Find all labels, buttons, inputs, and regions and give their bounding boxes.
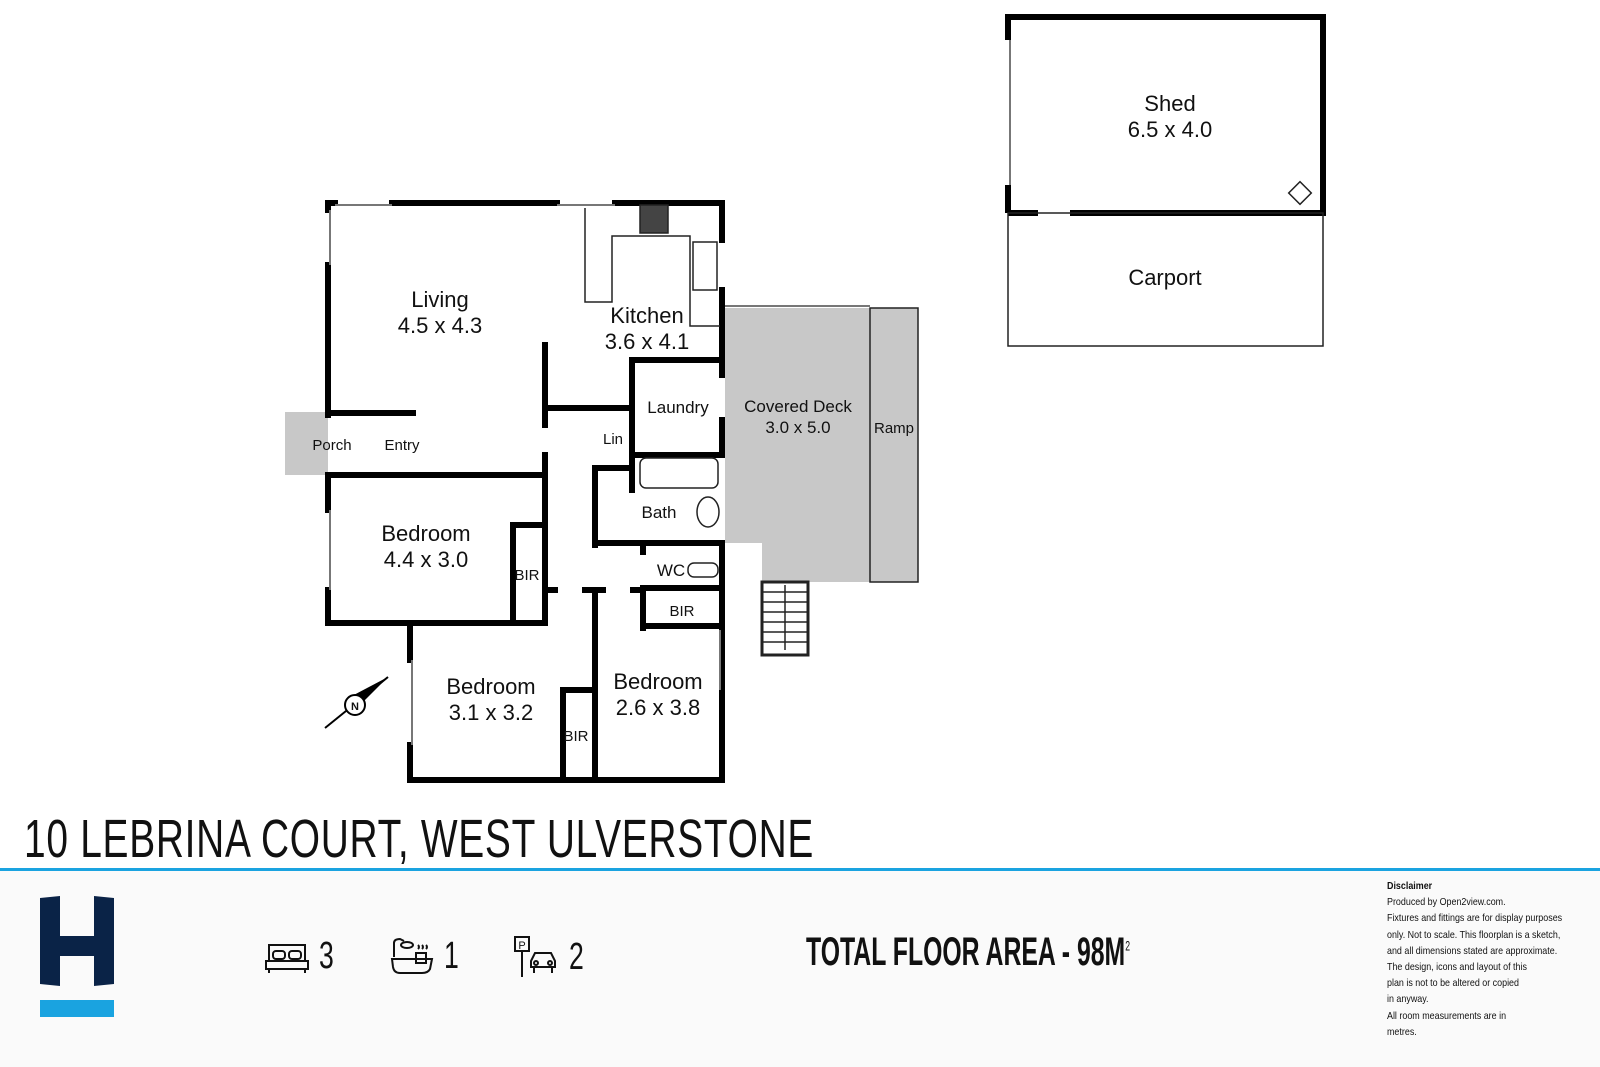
bedroom3-dims: 2.6 x 3.8	[616, 695, 700, 720]
property-address: 10 LEBRINA COURT, WEST ULVERSTONE	[24, 809, 815, 869]
carport-name: Carport	[1128, 265, 1201, 290]
carport-outline	[1007, 212, 1324, 347]
disclaimer-line: metres.	[1387, 1025, 1417, 1038]
lin-name: Lin	[603, 431, 623, 448]
covered-deck-area	[285, 307, 919, 583]
shed-name: Shed	[1144, 91, 1195, 116]
walls	[325, 200, 725, 783]
bath-icon	[390, 937, 434, 974]
kitchen-dims: 3.6 x 4.1	[605, 329, 689, 354]
bedroom1-dims: 4.4 x 3.0	[384, 547, 468, 572]
bedroom1-bir: BIR	[514, 567, 539, 584]
disclaimer-line: Fixtures and fittings are for display pu…	[1387, 912, 1563, 925]
total-floor-area: TOTAL FLOOR AREA - 98M2	[806, 930, 1130, 975]
deck-name: Covered Deck	[744, 397, 852, 416]
parking-stat: P 2	[513, 935, 590, 979]
ramp-name: Ramp	[874, 420, 914, 437]
wc-name: WC	[657, 561, 685, 580]
bedroom3-bir: BIR	[669, 603, 694, 620]
disclaimer-line: only. Not to scale. This floorplan is a …	[1387, 928, 1561, 941]
laundry-name: Laundry	[647, 398, 709, 417]
windows	[329, 204, 870, 745]
kitchen-bench	[584, 204, 720, 327]
svg-text:P: P	[518, 940, 525, 952]
bedroom2-name: Bedroom	[446, 674, 535, 699]
compass-icon: N	[324, 676, 389, 729]
disclaimer-line: The design, icons and layout of this	[1387, 961, 1527, 974]
kitchen-name: Kitchen	[610, 303, 683, 328]
stairs	[760, 580, 810, 657]
living-dims: 4.5 x 4.3	[398, 313, 482, 338]
entry-name: Entry	[384, 437, 420, 454]
bedroom1-name: Bedroom	[381, 521, 470, 546]
disclaimer: Disclaimer Produced by Open2view.com. Fi…	[1387, 878, 1567, 1040]
total-floor-area-label: TOTAL FLOOR AREA - 98M	[806, 930, 1126, 974]
shed-dims: 6.5 x 4.0	[1128, 117, 1212, 142]
living-name: Living	[411, 287, 468, 312]
disclaimer-line: Produced by Open2view.com.	[1387, 896, 1506, 909]
disclaimer-line: and all dimensions stated are approximat…	[1387, 944, 1558, 957]
parking-count: 2	[569, 935, 584, 978]
bedroom2-dims: 3.1 x 3.2	[449, 700, 533, 725]
brand-logo	[40, 896, 114, 1017]
bathrooms-count: 1	[444, 935, 459, 977]
bedrooms-count: 3	[319, 935, 334, 977]
bath-name: Bath	[642, 503, 677, 522]
disclaimer-line: All room measurements are in	[1387, 1009, 1507, 1022]
disclaimer-heading: Disclaimer	[1387, 880, 1433, 892]
area-unit-superscript: 2	[1125, 937, 1131, 954]
porch-name: Porch	[312, 437, 351, 454]
bathrooms-stat: 1	[390, 935, 465, 978]
bedrooms-stat: 3	[265, 935, 340, 978]
disclaimer-line: plan is not to be altered or copied	[1387, 977, 1519, 990]
parking-car-icon: P	[514, 936, 556, 977]
divider	[0, 868, 1600, 871]
disclaimer-line: in anyway.	[1387, 993, 1429, 1006]
footer	[0, 871, 1600, 1067]
bath-fixtures	[639, 457, 720, 578]
bedroom3-name: Bedroom	[613, 669, 702, 694]
compass-label: N	[351, 701, 359, 713]
bedroom2-bir: BIR	[563, 728, 588, 745]
floor-plan: N Shed 6.5 x 4.0 Carport Living 4.5 x 4.…	[285, 14, 1326, 783]
bed-icon	[265, 943, 309, 973]
deck-dims: 3.0 x 5.0	[765, 418, 830, 437]
